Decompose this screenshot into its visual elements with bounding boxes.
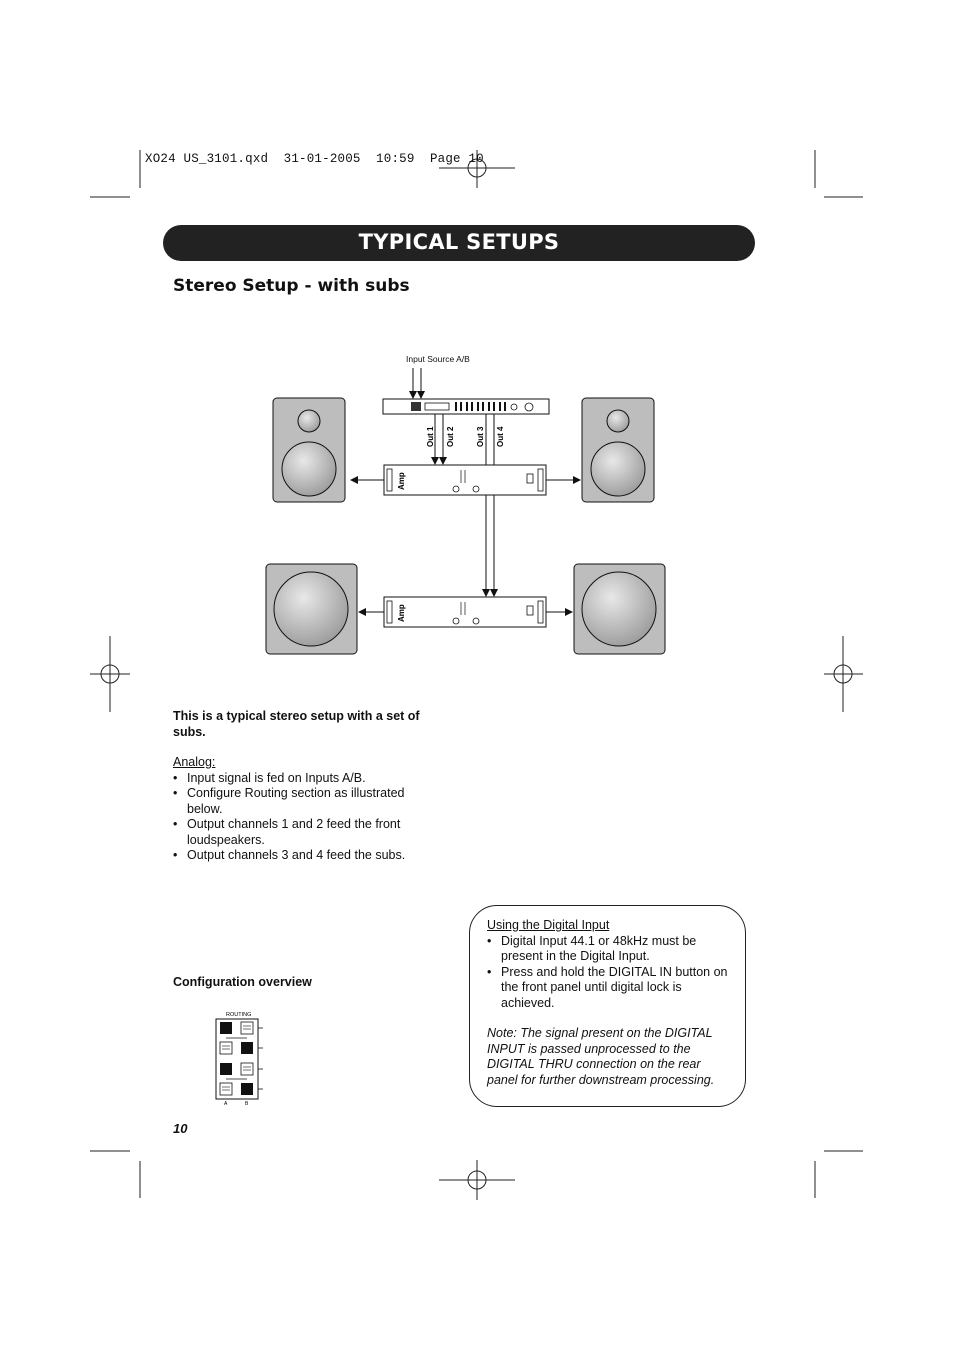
routing-diagram: ROUTING A B: [215, 1012, 263, 1107]
out-4-label: Out 4: [496, 426, 505, 447]
input-source-label: Input Source A/B: [406, 354, 470, 364]
digital-input-content: Using the Digital Input Digital Input 44…: [487, 918, 732, 1088]
digital-bullet-list: Digital Input 44.1 or 48kHz must be pres…: [487, 934, 732, 1012]
left-subwoofer: [265, 563, 358, 655]
routing-input-b: B: [245, 1101, 249, 1107]
digital-note: Note: The signal present on the DIGITAL …: [487, 1026, 715, 1087]
list-item: Press and hold the DIGITAL IN button on …: [487, 965, 732, 1012]
out-3-label: Out 3: [476, 426, 485, 447]
routing-input-a: A: [224, 1101, 228, 1107]
print-slug: XO24 US_3101.qxd 31-01-2005 10:59 Page 1…: [145, 152, 484, 166]
list-item: Digital Input 44.1 or 48kHz must be pres…: [487, 934, 732, 965]
list-item: Output channels 1 and 2 feed the front l…: [173, 817, 443, 848]
digital-input-box: Using the Digital Input Digital Input 44…: [469, 905, 746, 1107]
routing-label: ROUTING: [226, 1012, 251, 1018]
page-title: TYPICAL SETUPS: [358, 230, 560, 254]
analog-bullet-list: Input signal is fed on Inputs A/B. Confi…: [173, 771, 443, 864]
stereo-setup-diagram: Input Source A/B Out 1 Out 2 Out 3 Out 4: [265, 354, 666, 655]
out-2-label: Out 2: [446, 426, 455, 447]
amp-top: Amp: [383, 464, 547, 496]
page-banner: TYPICAL SETUPS: [163, 225, 755, 261]
analog-heading: Analog:: [173, 755, 216, 769]
crossover-unit: [382, 398, 550, 415]
page-number: 10: [173, 1121, 188, 1136]
out-1-label: Out 1: [426, 426, 435, 447]
analog-section: Analog: Input signal is fed on Inputs A/…: [173, 755, 443, 864]
list-item: Input signal is fed on Inputs A/B.: [173, 771, 443, 787]
amp-bottom: Amp: [383, 596, 547, 628]
config-overview-title: Configuration overview: [173, 975, 312, 989]
front-right-speaker: [581, 397, 655, 503]
list-item: Output channels 3 and 4 feed the subs.: [173, 848, 443, 864]
amp-bottom-label: Amp: [397, 604, 406, 622]
right-subwoofer: [573, 563, 666, 655]
section-title: Stereo Setup - with subs: [173, 276, 410, 296]
front-left-speaker: [272, 397, 346, 503]
list-item: Configure Routing section as illustrated…: [173, 786, 443, 817]
intro-text: This is a typical stereo setup with a se…: [173, 709, 420, 739]
amp-top-label: Amp: [397, 472, 406, 490]
digital-heading: Using the Digital Input: [487, 918, 610, 932]
